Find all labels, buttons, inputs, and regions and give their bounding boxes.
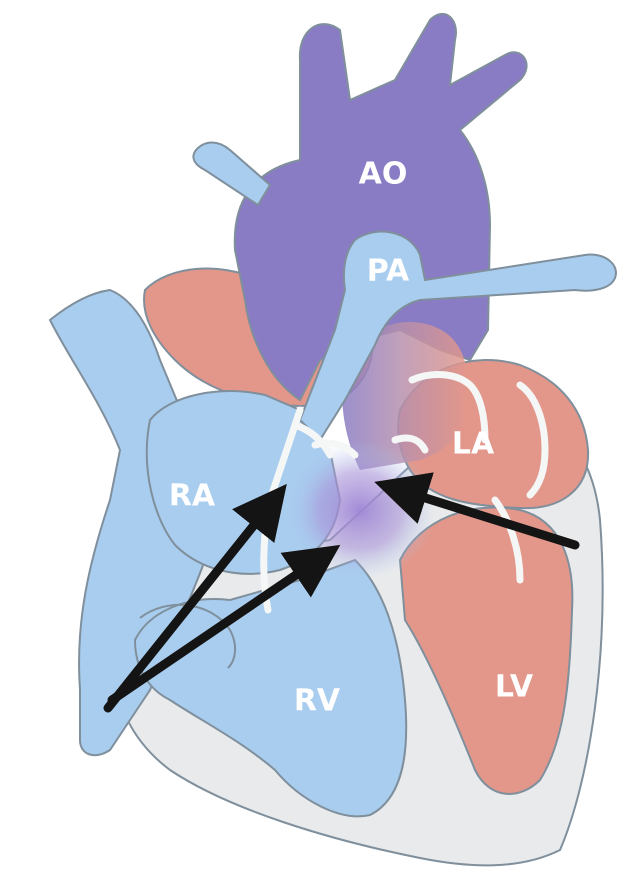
label-ra: RA (169, 479, 216, 514)
label-pa: PA (367, 254, 410, 289)
label-ao: AO (359, 157, 408, 192)
label-lv: LV (495, 670, 534, 705)
label-rv: RV (294, 684, 341, 719)
label-la: LA (452, 427, 495, 462)
aortic-branch-left (193, 143, 270, 206)
mixing-zone (285, 440, 435, 580)
